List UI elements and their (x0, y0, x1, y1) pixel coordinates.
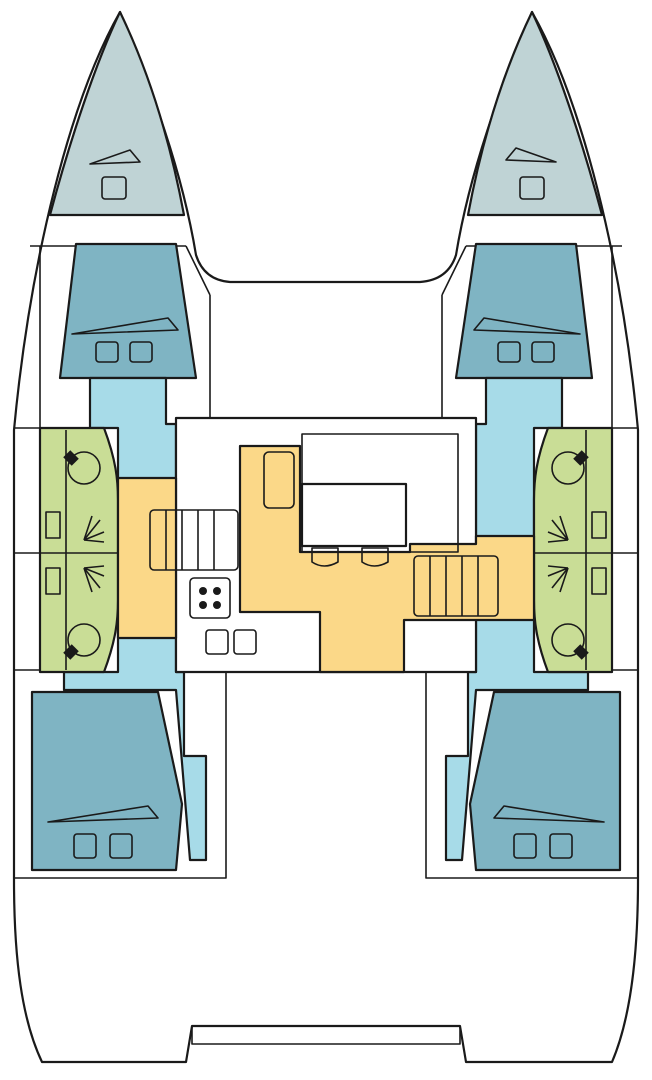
toilet-icon (67, 451, 101, 485)
head-divider (40, 430, 612, 670)
seat-icon (361, 547, 389, 567)
head-right (532, 426, 614, 674)
pillow-icon (129, 341, 153, 363)
aft-right-wall (425, 671, 638, 879)
pillow-icon (47, 805, 159, 823)
cabin-front-left (58, 242, 198, 380)
head-left (38, 426, 120, 674)
sink-icon (45, 567, 61, 595)
pillow-icon (71, 317, 179, 335)
pillow-icon (497, 341, 521, 363)
burner-icon (199, 601, 207, 609)
galley-sink-icon (205, 629, 229, 655)
bow-right (466, 10, 604, 217)
pillow-icon (549, 833, 573, 859)
hall-left (116, 476, 178, 640)
pillow-icon (95, 341, 119, 363)
burner-icon (199, 587, 207, 595)
toilet-icon (573, 644, 589, 660)
toilet-icon (551, 623, 585, 657)
toilet-icon (551, 451, 585, 485)
stove-icon (189, 577, 231, 619)
pillow-icon (109, 833, 133, 859)
transom-step (191, 1025, 461, 1045)
hatch-icon (101, 176, 127, 200)
pillow-icon (513, 833, 537, 859)
table (300, 482, 408, 548)
toilet-icon (63, 450, 79, 466)
shower-icon (83, 515, 569, 593)
aft-left-wall (14, 671, 227, 879)
burner-icon (213, 601, 221, 609)
sink-icon (45, 511, 61, 539)
fridge-icon (263, 451, 295, 509)
toilet-icon (63, 644, 79, 660)
pillow-icon (531, 341, 555, 363)
bow-left (48, 10, 186, 217)
cabin-aft-left (30, 690, 184, 872)
steps-left (149, 509, 239, 571)
toilet-icon (573, 450, 589, 466)
hull-right-inner-wall (441, 245, 613, 428)
pillow-icon (473, 317, 581, 335)
pillow-icon (493, 805, 605, 823)
hull-left-inner-wall (39, 245, 211, 428)
seat-icon (311, 547, 339, 567)
burner-icon (213, 587, 221, 595)
hatch-icon (505, 147, 557, 163)
sink-icon (591, 567, 607, 595)
cabin-front-right (454, 242, 594, 380)
hatch-icon (89, 149, 141, 165)
hatch-icon (519, 176, 545, 200)
sink-icon (591, 511, 607, 539)
galley-sink-icon (233, 629, 257, 655)
pillow-icon (73, 833, 97, 859)
steps-right (413, 555, 499, 617)
toilet-icon (67, 623, 101, 657)
cabin-aft-right (468, 690, 622, 872)
